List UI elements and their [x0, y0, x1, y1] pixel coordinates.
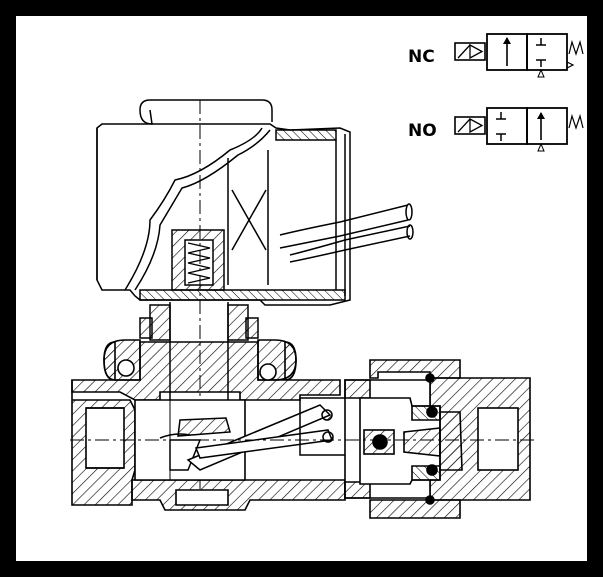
- nc-symbol: NC: [408, 33, 584, 78]
- coil-wires: [279, 203, 414, 263]
- no-solenoid-icon: [454, 116, 486, 135]
- lever-mechanism: [159, 397, 353, 471]
- no-label: NO: [408, 121, 437, 141]
- no-symbol: NO: [408, 107, 584, 152]
- plunger: [169, 100, 229, 500]
- nc-solenoid-icon: [454, 42, 486, 61]
- solenoid-coil: [96, 99, 351, 306]
- pilot-section: [344, 359, 531, 519]
- nc-label: NC: [408, 47, 435, 67]
- armature-tube: [139, 304, 259, 341]
